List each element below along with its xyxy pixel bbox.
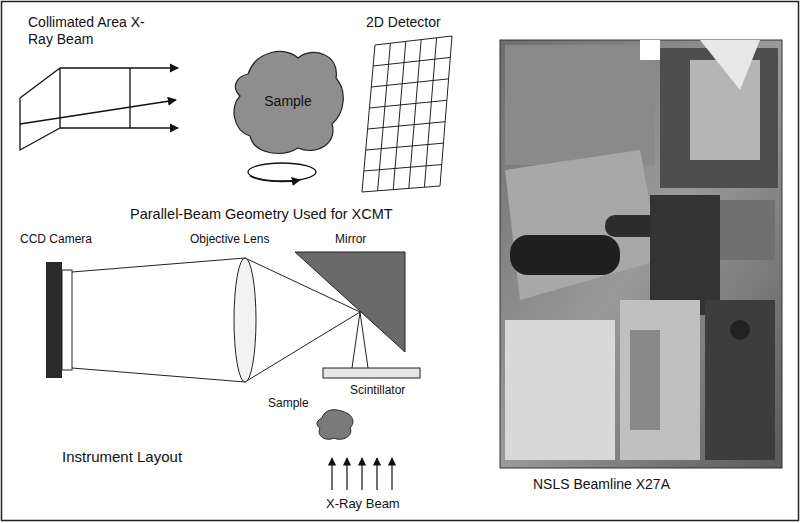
beamline-photo [500, 40, 782, 468]
ccd-window [62, 270, 72, 370]
xray-arrows [332, 458, 392, 490]
sample-label: Sample [264, 93, 311, 109]
sample-small [317, 410, 353, 440]
figure-caption: Instrument Layout [62, 448, 182, 466]
part-name: Objective Lens [190, 232, 269, 246]
detector-label: 2D Detector [366, 14, 441, 31]
photo-caption: NSLS Beamline X27A [533, 476, 670, 493]
mirror [295, 252, 405, 352]
ccd-camera [46, 262, 62, 378]
objective-lens [234, 258, 256, 382]
beam-outline [20, 68, 178, 150]
part-name: CCD Camera [20, 232, 92, 246]
detector-grid [362, 36, 452, 192]
sample-blob: Sample [228, 44, 348, 158]
beam-label: Collimated Area X-Ray Beam [28, 14, 148, 48]
part-name: Sample [268, 396, 309, 410]
part-name: Scintillator [350, 383, 405, 397]
part-name: Mirror [335, 232, 366, 246]
scintillator [323, 368, 420, 378]
figure-caption: Parallel-Beam Geometry Used for XCMT [130, 206, 393, 223]
rotation-arrow [248, 163, 316, 181]
part-name: X-Ray Beam [326, 496, 400, 512]
